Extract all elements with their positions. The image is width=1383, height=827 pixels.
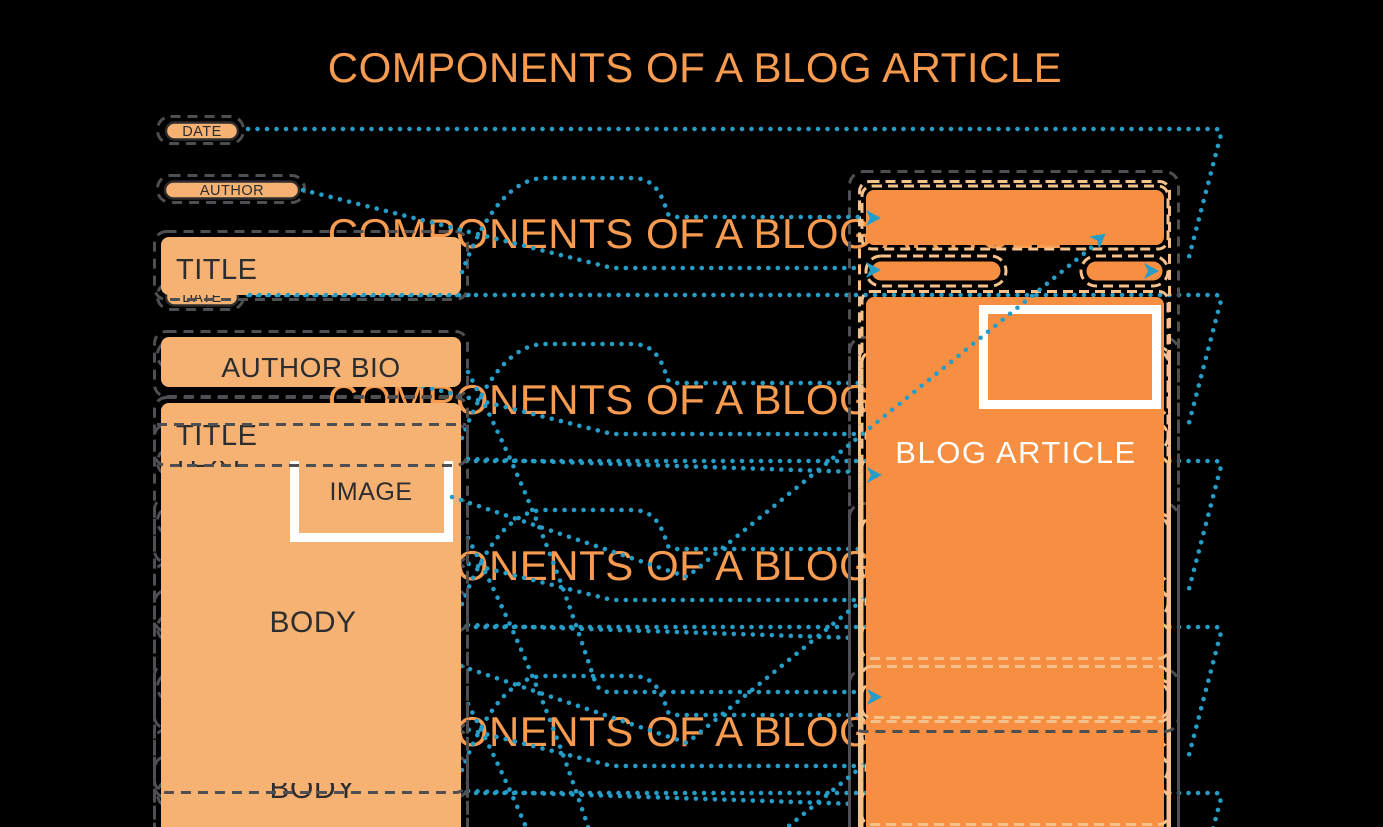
mockup-date-pill-copy1 <box>1086 261 1163 281</box>
author-label-copy1: AUTHOR <box>200 183 264 199</box>
connector-date-copy5 <box>245 790 1224 827</box>
arrowhead-image-frame-copy1 <box>1088 233 1106 250</box>
body-label-copy1: BODY <box>269 606 356 639</box>
arrowhead-content-copy1 <box>867 467 882 483</box>
mockup-header-outline-copy1 <box>860 184 1170 251</box>
connector-text-copy3 <box>465 788 859 807</box>
connector-date-copy2 <box>245 292 1224 426</box>
author-pill-copy1 <box>163 180 301 200</box>
connector-text-copy2 <box>465 622 859 641</box>
connector-title-copy1 <box>459 175 863 275</box>
connector-date-copy4 <box>245 624 1224 758</box>
connector-author-copy1 <box>300 187 863 271</box>
author-bio-box-copy1 <box>161 337 461 387</box>
arrowhead-header-copy1 <box>866 210 881 226</box>
mockup-content-outline-copy1 <box>860 290 1170 660</box>
mockup-label-copy1: BLOG ARTICLE <box>895 435 1136 470</box>
mockup-header-copy1 <box>866 190 1164 245</box>
image-label-copy1: IMAGE <box>329 478 412 506</box>
title-outer-dashed-copy1 <box>153 230 469 301</box>
article-mockup-copy1: BLOG ARTICLE <box>848 170 1180 733</box>
title-box-ghost <box>161 403 461 461</box>
mockup-date-pill-outline-copy1 <box>864 254 1008 288</box>
date-label-copy1: DATE <box>182 124 222 140</box>
diagram-tile-copy1: COMPONENTS OF A BLOG ARTICLE BLOG ARTICLE… <box>153 44 1224 794</box>
mockup-footer-outline-copy1 <box>860 665 1170 719</box>
connectors-copy1 <box>245 126 1224 705</box>
connector-text-copy1 <box>465 456 859 475</box>
connector-title-copy4 <box>459 673 863 773</box>
overlap-artifacts: TITLE <box>153 292 473 467</box>
arrowhead-date-pill-copy1 <box>1144 263 1159 279</box>
arrowhead-footer-copy1 <box>867 689 882 705</box>
connector-date-copy1 <box>245 126 1224 260</box>
mockup-image-frame-copy1 <box>979 305 1161 409</box>
connector-title-copy3 <box>459 507 863 607</box>
title-box-copy1 <box>161 237 461 295</box>
title-outer-dashed-ghost <box>153 396 469 467</box>
connector-image-copy1 <box>449 244 1095 580</box>
arrowhead-author-pill-copy1 <box>866 262 881 278</box>
mockup-outer-dashed-copy1 <box>848 170 1180 733</box>
title-label-copy1: TITLE <box>176 254 257 286</box>
diagram-heading-copy1: COMPONENTS OF A BLOG ARTICLE <box>328 44 1062 91</box>
connector-date-copy3 <box>245 458 1224 592</box>
mockup-author-pill-copy1 <box>871 261 1001 281</box>
mockup-author-pill-outline-copy1 <box>1079 254 1170 288</box>
connector-title-copy2 <box>459 341 863 441</box>
author-bio-label-copy1: AUTHOR BIO <box>221 352 400 383</box>
mockup-content-copy1 <box>866 297 1164 653</box>
connectors-copy5 <box>245 790 1224 827</box>
body-box-copy1 <box>161 430 461 783</box>
date-pill-copy1 <box>164 121 240 141</box>
